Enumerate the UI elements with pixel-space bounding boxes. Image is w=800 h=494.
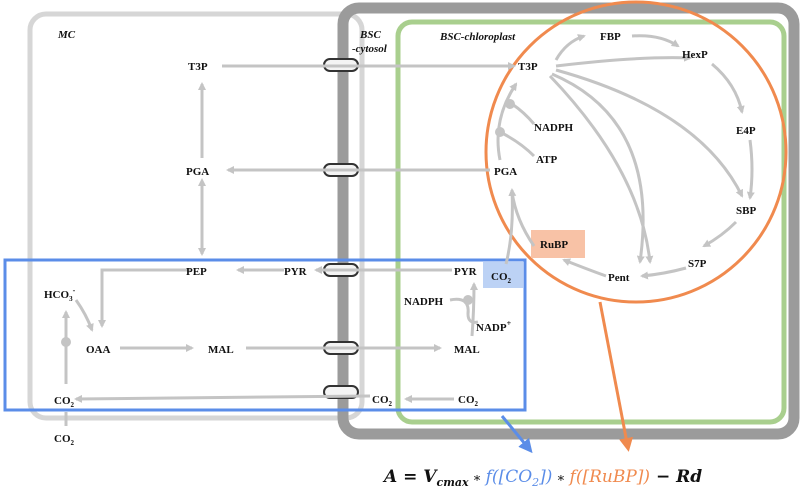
bsc-co2-left: CO2 xyxy=(372,394,393,408)
mc-pep: PEP xyxy=(186,266,207,278)
cofactor-atp: ATP xyxy=(536,154,557,166)
arrow-co2-leak xyxy=(74,394,371,403)
bsc-t3p: T3P xyxy=(518,61,538,73)
arrow-hexp-e4p xyxy=(711,62,745,114)
arrow-fbp-hexp xyxy=(631,34,680,48)
bsc-co2-right: CO2 xyxy=(458,394,479,408)
chloroplast-compartment xyxy=(395,19,787,425)
arrow-t3p-hexp xyxy=(555,53,692,68)
calvin-cycle-circle xyxy=(484,0,788,304)
arrow-t3p-sbp xyxy=(555,68,744,198)
arrow-mal-pyr xyxy=(469,282,478,337)
arrow-t3p-pent-2 xyxy=(548,74,654,264)
cycle-s7p: S7P xyxy=(688,258,707,270)
arrow-s7p-pent xyxy=(640,266,687,280)
cycle-fbp: FBP xyxy=(600,31,621,43)
rubp-highlight xyxy=(531,230,585,258)
arrow-hco3-oaa xyxy=(74,299,94,332)
label-cytosol: -cytosol xyxy=(352,43,388,55)
node-atp-cycle xyxy=(495,127,505,137)
co2-highlight xyxy=(483,262,523,288)
arrow-pga-t3p-cycle xyxy=(496,82,518,161)
label-mc: MC xyxy=(57,29,76,41)
cycle-pent: Pent xyxy=(608,272,630,284)
reaction-arrows xyxy=(62,34,755,426)
node-malic-enzyme xyxy=(463,295,473,305)
mc-co2: CO2 xyxy=(54,395,75,409)
arrow-nadph-cycle xyxy=(511,102,536,125)
mc-mal: MAL xyxy=(208,344,234,356)
rate-equation: A = Vcmax ∗ f([CO2]) ∗ f([RuBP]) − Rd xyxy=(382,467,702,489)
arrow-pep-oaa xyxy=(98,268,190,328)
cofactor-nadph-me: NADPH xyxy=(404,296,444,308)
mc-pyr: PYR xyxy=(284,266,308,278)
arrow-atp-cycle xyxy=(499,130,536,158)
arrow-e4p-sbp xyxy=(746,139,755,200)
c4-pathway-box xyxy=(3,258,527,412)
mc-hco3: HCO3- xyxy=(44,286,76,303)
mc-pga: PGA xyxy=(186,166,209,178)
mc-co2-in: CO2 xyxy=(54,433,75,447)
bsc-pyr: PYR xyxy=(454,266,478,278)
mc-compartment xyxy=(27,11,365,421)
bsc-mal: MAL xyxy=(454,344,480,356)
cofactor-nodes xyxy=(61,99,515,347)
arrow-pent-rubp xyxy=(562,258,607,278)
cycle-rubp: RuBP xyxy=(540,239,568,251)
bsc-compartment xyxy=(337,2,800,440)
mc-t3p: T3P xyxy=(188,61,208,73)
pointer-blue xyxy=(500,415,533,454)
cycle-hexp: HexP xyxy=(682,49,708,61)
pointer-orange xyxy=(598,301,633,452)
label-bsc: BSC xyxy=(359,29,381,41)
label-chloroplast: BSC-chloroplast xyxy=(439,31,516,43)
arrow-sbp-s7p xyxy=(702,220,738,248)
cofactor-nadp: NADP+ xyxy=(476,319,512,334)
node-nadph-cycle xyxy=(505,99,515,109)
arrow-nadph-nadp xyxy=(449,297,479,324)
cofactor-nadph-cycle: NADPH xyxy=(534,122,574,134)
node-hco3 xyxy=(61,337,71,347)
arrow-t3p-fbp xyxy=(554,34,586,61)
bsc-pga: PGA xyxy=(494,166,517,178)
arrow-rubp-pga xyxy=(510,191,536,247)
mc-oaa: OAA xyxy=(86,344,111,356)
bsc-co2-box: CO2 xyxy=(491,271,512,285)
cycle-e4p: E4P xyxy=(736,125,756,137)
cycle-sbp: SBP xyxy=(736,205,756,217)
